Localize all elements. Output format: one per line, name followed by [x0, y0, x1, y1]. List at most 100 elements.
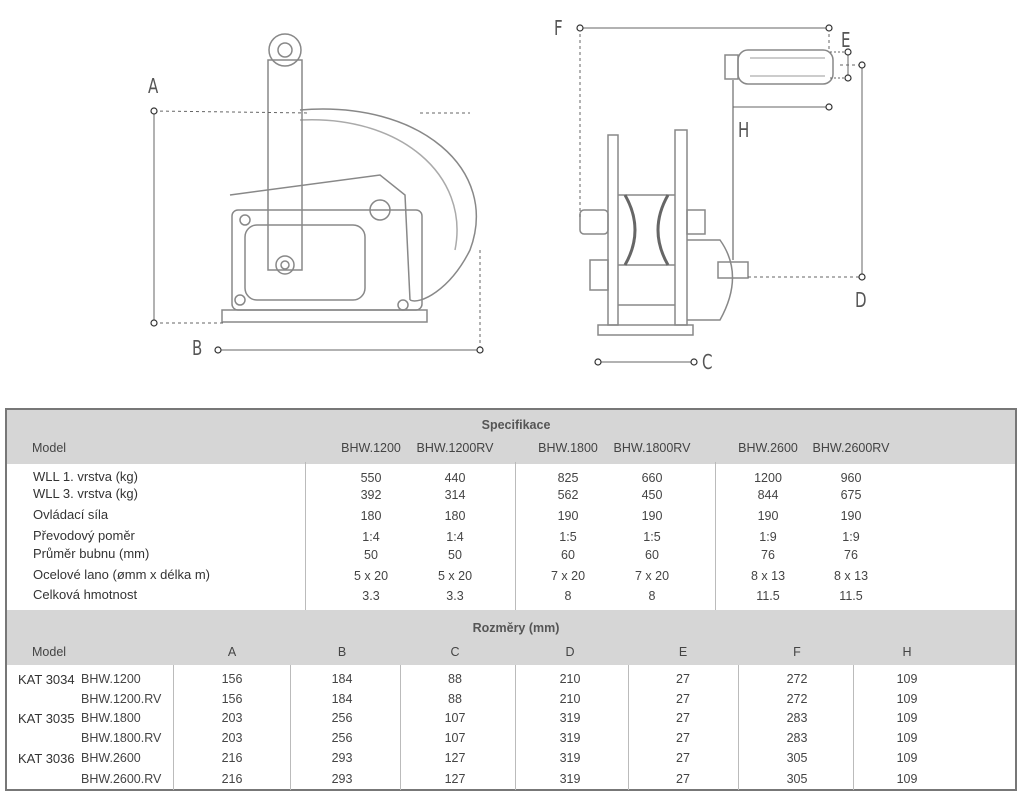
- spec-cell: 1:9: [759, 530, 777, 544]
- dims-cell: 27: [676, 731, 690, 745]
- dims-cell: 156: [221, 692, 243, 706]
- winch-technical-drawing: [150, 24, 866, 366]
- dims-model-name: BHW.2600: [81, 751, 141, 765]
- spec-row-label: WLL 3. vrstva (kg): [33, 486, 138, 501]
- dims-cell: 184: [331, 692, 353, 706]
- spec-model-header: BHW.1200: [341, 441, 401, 455]
- dims-cell: 27: [676, 672, 690, 686]
- dims-cell: 216: [221, 751, 243, 765]
- dimension-label-d: D: [855, 288, 867, 312]
- dims-cell: 109: [896, 772, 918, 786]
- dims-cell: 107: [444, 711, 466, 725]
- dims-cell: 216: [221, 772, 243, 786]
- column-divider: [515, 665, 516, 790]
- dims-cell: 156: [221, 672, 243, 686]
- dims-cell: 109: [896, 672, 918, 686]
- dims-cell: 184: [331, 672, 353, 686]
- spec-cell: 1:5: [643, 530, 661, 544]
- dims-cell: 283: [786, 711, 808, 725]
- column-divider: [515, 462, 516, 610]
- spec-title: Specifikace: [481, 418, 551, 432]
- column-divider: [400, 665, 401, 790]
- spec-cell: 8: [648, 589, 656, 603]
- spec-cell: 1:9: [842, 530, 860, 544]
- spec-row-label: Převodový poměr: [33, 528, 135, 543]
- spec-cell: 50: [448, 548, 462, 562]
- spec-cell: 440: [444, 471, 466, 485]
- spec-header-band: [7, 410, 1015, 464]
- spec-cell: 180: [360, 509, 382, 523]
- dimension-label-h: H: [738, 118, 750, 142]
- dims-cell: 256: [331, 711, 353, 725]
- dims-model-name: BHW.1800.RV: [81, 731, 162, 745]
- spec-cell: 5 x 20: [437, 569, 473, 583]
- dims-cell: 27: [676, 711, 690, 725]
- dimension-label-c: C: [702, 350, 713, 374]
- column-divider: [628, 665, 629, 790]
- dims-cell: 88: [448, 692, 462, 706]
- dims-cell: 272: [786, 672, 808, 686]
- spec-cell: 190: [557, 509, 579, 523]
- dims-cell: 109: [896, 711, 918, 725]
- dims-cell: 283: [786, 731, 808, 745]
- spec-model-header: BHW.1800RV: [613, 441, 691, 455]
- column-divider: [853, 665, 854, 790]
- dims-header-band: [7, 610, 1015, 665]
- spec-cell: 1:4: [446, 530, 464, 544]
- spec-cell: 8: [564, 589, 572, 603]
- dimension-label-f: F: [554, 16, 563, 40]
- dims-cell: 88: [448, 672, 462, 686]
- spec-cell: 190: [757, 509, 779, 523]
- spec-cell: 8 x 13: [750, 569, 786, 583]
- dims-column-header: B: [337, 645, 347, 659]
- column-divider: [173, 665, 174, 790]
- dims-cell: 127: [444, 772, 466, 786]
- dims-model-name: BHW.1800: [81, 711, 141, 725]
- spec-cell: 8 x 13: [833, 569, 869, 583]
- spec-cell: 11.5: [756, 589, 780, 603]
- dims-column-header: D: [565, 645, 575, 659]
- spec-cell: 190: [641, 509, 663, 523]
- spec-cell: 7 x 20: [550, 569, 586, 583]
- dims-cell: 27: [676, 772, 690, 786]
- dims-cell: 210: [559, 692, 581, 706]
- spec-cell: 7 x 20: [634, 569, 670, 583]
- dims-cell: 256: [331, 731, 353, 745]
- spec-cell: 562: [557, 488, 579, 502]
- dims-cell: 319: [559, 751, 581, 765]
- dims-cell: 293: [331, 751, 353, 765]
- dims-cell: 203: [221, 711, 243, 725]
- spec-cell: 844: [757, 488, 779, 502]
- dims-kat-label: KAT 3036: [18, 751, 75, 766]
- dims-cell: 109: [896, 751, 918, 765]
- dims-cell: 319: [559, 711, 581, 725]
- spec-cell: 60: [561, 548, 575, 562]
- spec-model-header: BHW.2600: [738, 441, 798, 455]
- spec-row-label: Celková hmotnost: [33, 587, 138, 602]
- column-divider: [738, 665, 739, 790]
- spec-cell: 190: [840, 509, 862, 523]
- spec-cell: 50: [364, 548, 378, 562]
- dims-cell: 27: [676, 751, 690, 765]
- dims-cell: 293: [331, 772, 353, 786]
- dims-cell: 27: [676, 692, 690, 706]
- dims-cell: 109: [896, 731, 918, 745]
- dims-column-header: F: [793, 645, 801, 659]
- spec-cell: 3.3: [446, 589, 464, 603]
- spec-cell: 3.3: [362, 589, 380, 603]
- spec-cell: 550: [360, 471, 382, 485]
- column-divider: [715, 462, 716, 610]
- dims-model-label: Model: [32, 645, 67, 659]
- spec-cell: 660: [641, 471, 663, 485]
- spec-model-header: BHW.1800: [538, 441, 598, 455]
- spec-cell: 76: [761, 548, 775, 562]
- spec-cell: 1:5: [559, 530, 577, 544]
- dims-model-name: BHW.2600.RV: [81, 772, 162, 786]
- spec-cell: 5 x 20: [353, 569, 389, 583]
- spec-row-label: Průměr bubnu (mm): [33, 546, 150, 561]
- dims-cell: 305: [786, 772, 808, 786]
- spec-model-header: BHW.2600RV: [812, 441, 890, 455]
- spec-cell: 960: [840, 471, 862, 485]
- dims-model-name: BHW.1200.RV: [81, 692, 162, 706]
